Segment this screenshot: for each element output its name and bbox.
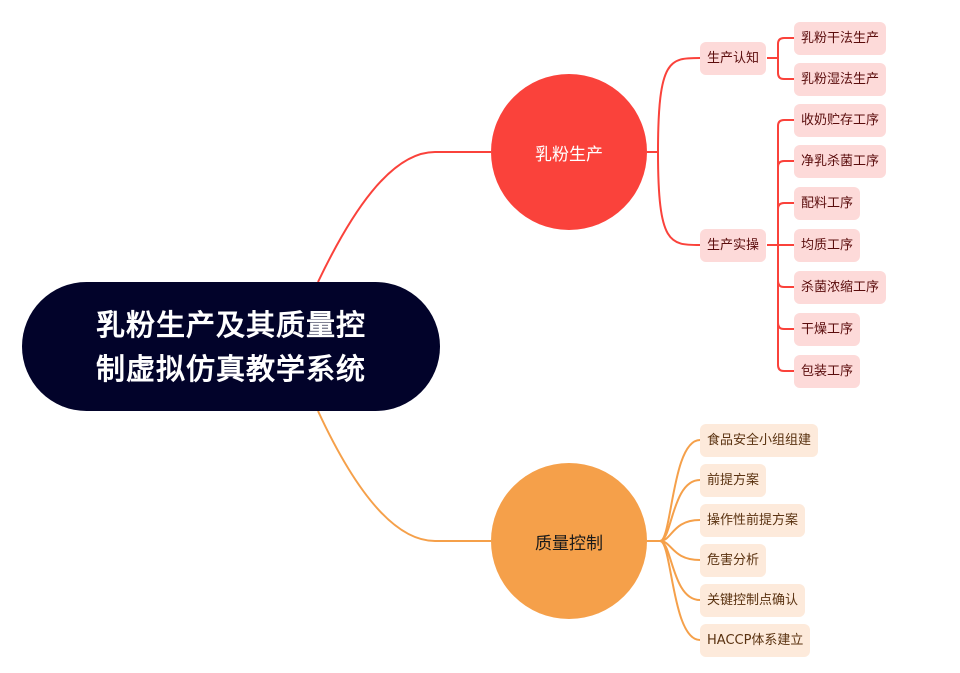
link-quality-to-item — [659, 439, 701, 542]
step-node[interactable]: 配料工序 — [794, 186, 861, 220]
step-node[interactable]: 乳粉湿法生产 — [794, 62, 887, 96]
link-root-to-quality — [317, 410, 491, 542]
branch-label: 质量控制 — [535, 533, 603, 554]
link-quality-to-item — [659, 540, 701, 641]
step-node[interactable]: 乳粉干法生产 — [794, 21, 887, 55]
link-production-to-category — [657, 57, 701, 153]
quality-item-node[interactable]: 操作性前提方案 — [700, 503, 806, 537]
branch-node-milk-powder-production[interactable]: 乳粉生产 — [491, 74, 647, 230]
link-category-to-step — [777, 37, 794, 45]
branch-label: 乳粉生产 — [535, 144, 603, 165]
root-node[interactable]: 乳粉生产及其质量控 制虚拟仿真教学系统 — [22, 282, 440, 411]
link-category-to-step — [777, 364, 794, 372]
branch-node-quality-control[interactable]: 质量控制 — [491, 463, 647, 619]
category-node[interactable]: 生产实操 — [700, 228, 767, 262]
link-quality-to-item — [659, 479, 701, 542]
step-node[interactable]: 均质工序 — [794, 228, 861, 262]
step-node[interactable]: 收奶贮存工序 — [794, 103, 887, 137]
link-category-to-step — [777, 119, 794, 127]
step-node[interactable]: 干燥工序 — [794, 312, 861, 346]
link-category-to-step — [777, 160, 794, 168]
link-category-to-step — [777, 280, 794, 288]
quality-item-node[interactable]: 食品安全小组组建 — [700, 423, 819, 457]
quality-item-node[interactable]: 危害分析 — [700, 543, 767, 577]
link-category-to-step — [777, 72, 794, 80]
quality-item-node[interactable]: 前提方案 — [700, 463, 767, 497]
link-root-to-production — [317, 151, 491, 283]
step-node[interactable]: 杀菌浓缩工序 — [794, 270, 887, 304]
link-category-to-step — [777, 202, 794, 210]
step-node[interactable]: 包装工序 — [794, 354, 861, 388]
quality-item-node[interactable]: HACCP体系建立 — [700, 623, 811, 657]
root-title-line1: 乳粉生产及其质量控 — [95, 307, 366, 342]
link-category-to-step — [777, 322, 794, 330]
root-title-line2: 制虚拟仿真教学系统 — [95, 351, 366, 386]
link-production-to-category — [657, 151, 701, 246]
step-node[interactable]: 净乳杀菌工序 — [794, 144, 887, 178]
quality-item-node[interactable]: 关键控制点确认 — [700, 583, 806, 617]
category-node[interactable]: 生产认知 — [700, 41, 767, 75]
